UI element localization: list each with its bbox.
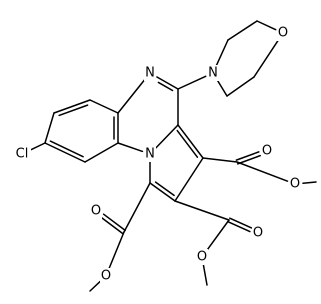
bond-c6-c1-inner xyxy=(49,140,84,158)
atom-label-o: O xyxy=(290,177,300,192)
bond-c19-o1 xyxy=(256,20,277,31)
bond-c9-c10-inner xyxy=(154,181,175,197)
bond-n1-c5 xyxy=(117,142,144,153)
bond-n2-c7-inner xyxy=(157,81,174,92)
bond-c11-c8 xyxy=(177,124,204,159)
bond-c10-c11 xyxy=(174,157,204,202)
atom-o5: O xyxy=(196,249,208,265)
atom-o7: O xyxy=(100,268,112,284)
atom-label-o: O xyxy=(91,204,101,219)
bond-c7-n3 xyxy=(177,75,207,90)
bond-c1-c2 xyxy=(44,112,55,144)
bond-c3-c4 xyxy=(89,99,119,114)
atom-label-background xyxy=(144,65,156,81)
bond-o3-c13 xyxy=(302,181,317,184)
bond-c12-o2-b xyxy=(235,151,260,161)
atom-label-o: O xyxy=(253,226,263,241)
bond-c12-o3 xyxy=(236,161,289,182)
atom-label-o: O xyxy=(278,26,288,41)
atom-o3: O xyxy=(289,176,301,192)
atom-label-background xyxy=(100,268,112,284)
bond-c2-c3 xyxy=(53,99,91,114)
bond-c4-n2 xyxy=(117,78,146,114)
bond-cl-c1 xyxy=(28,142,46,152)
atom-label-n: N xyxy=(208,66,218,81)
bond-c6-c1 xyxy=(44,142,86,163)
bond-c14-o4-b xyxy=(229,217,253,229)
atom-label-background xyxy=(261,143,273,159)
bond-o5-c15 xyxy=(202,264,208,286)
bond-c18-c19 xyxy=(227,20,258,41)
bond-c2-c3-inner xyxy=(58,104,89,117)
atom-n2: N xyxy=(144,65,156,81)
bond-c9-c16 xyxy=(123,182,151,233)
atom-label-cl: Cl xyxy=(16,147,29,162)
bond-c8-n1 xyxy=(154,124,179,149)
atom-label-background xyxy=(196,249,208,265)
atom-n3: N xyxy=(207,65,219,81)
atom-cl: Cl xyxy=(13,146,31,162)
bond-c21-c20 xyxy=(226,76,255,97)
bond-c5-c6 xyxy=(84,142,119,163)
bond-c16-o7 xyxy=(108,231,125,270)
atom-o4: O xyxy=(252,225,264,241)
atom-label-background xyxy=(90,203,102,219)
atom-label-o: O xyxy=(262,144,272,159)
bond-n3-c18 xyxy=(215,39,229,67)
atom-n1: N xyxy=(144,146,156,162)
bond-n2-c7 xyxy=(156,76,179,90)
atom-labels-layer: Cl N N N O O O O O O O xyxy=(13,25,301,284)
atom-o2: O xyxy=(261,143,273,159)
atom-o6: O xyxy=(90,203,102,219)
bonds-layer xyxy=(28,20,317,292)
atom-label-o: O xyxy=(197,250,207,265)
atom-label-n: N xyxy=(145,66,155,81)
atom-label-background xyxy=(207,65,219,81)
bond-c14-o5 xyxy=(205,219,230,252)
bond-c10-c14 xyxy=(174,200,230,221)
atom-label-n: N xyxy=(145,147,155,162)
bond-c14-o4-a xyxy=(227,221,251,233)
bond-c20-n3 xyxy=(216,79,228,97)
atom-label-background xyxy=(144,146,156,162)
bond-c9-c10 xyxy=(149,182,176,202)
bond-c11-c8-inner xyxy=(176,129,199,158)
bond-c16-o6-a xyxy=(102,213,126,232)
atom-label-background xyxy=(277,25,289,41)
bond-c12-o2-a xyxy=(236,154,261,165)
atom-o1: O xyxy=(277,25,289,41)
atom-label-o: O xyxy=(101,269,111,284)
atom-label-background xyxy=(252,225,264,241)
bond-c16-o6-b xyxy=(100,216,124,235)
atom-label-background xyxy=(289,176,301,192)
atom-label-background xyxy=(13,146,31,162)
bond-c11-c12 xyxy=(202,157,238,163)
bond-o1-c21 xyxy=(253,38,280,78)
bond-o7-c17 xyxy=(89,280,101,292)
